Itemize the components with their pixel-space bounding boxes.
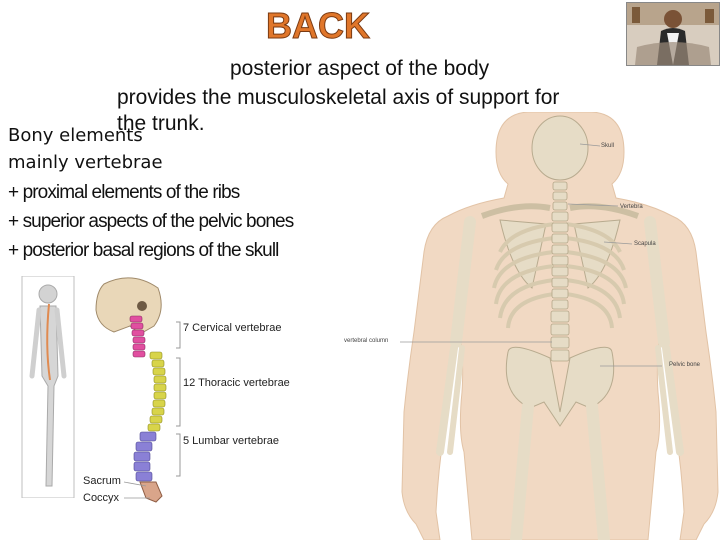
label-vertebra: Vertebra (620, 204, 643, 210)
bullet-skull: + posterior basal regions of the skull (8, 241, 279, 260)
bullet-pelvic: + superior aspects of the pelvic bones (8, 212, 293, 231)
label-pelvic-bone: Pelvic bone (669, 362, 700, 368)
label-lumbar-vertebrae: 5 Lumbar vertebrae (183, 436, 279, 447)
person-photo (626, 2, 720, 66)
person-photo-icon (627, 3, 719, 65)
lateral-spine-illustration (84, 276, 188, 506)
bony-elements-heading: Bony elements (8, 127, 143, 145)
label-scapula: Scapula (634, 241, 656, 247)
label-coccyx: Coccyx (83, 493, 119, 504)
label-sacrum: Sacrum (83, 476, 121, 487)
label-cervical-vertebrae: 7 Cervical vertebrae (183, 323, 281, 334)
posterior-skeleton-illustration (400, 112, 720, 540)
subtitle-line-2: provides the musculoskeletal axis of sup… (117, 87, 559, 108)
label-skull: Skull (601, 143, 614, 149)
bullet-ribs: + proximal elements of the ribs (8, 183, 239, 202)
standing-figure-illustration (18, 276, 78, 498)
slide-title: BACK (266, 8, 370, 44)
label-thoracic-vertebrae: 12 Thoracic vertebrae (183, 378, 290, 389)
label-vertebral-column: vertebral column (344, 338, 388, 344)
subtitle-line-1: posterior aspect of the body (230, 58, 489, 79)
bony-elements-main: mainly vertebrae (8, 154, 163, 172)
